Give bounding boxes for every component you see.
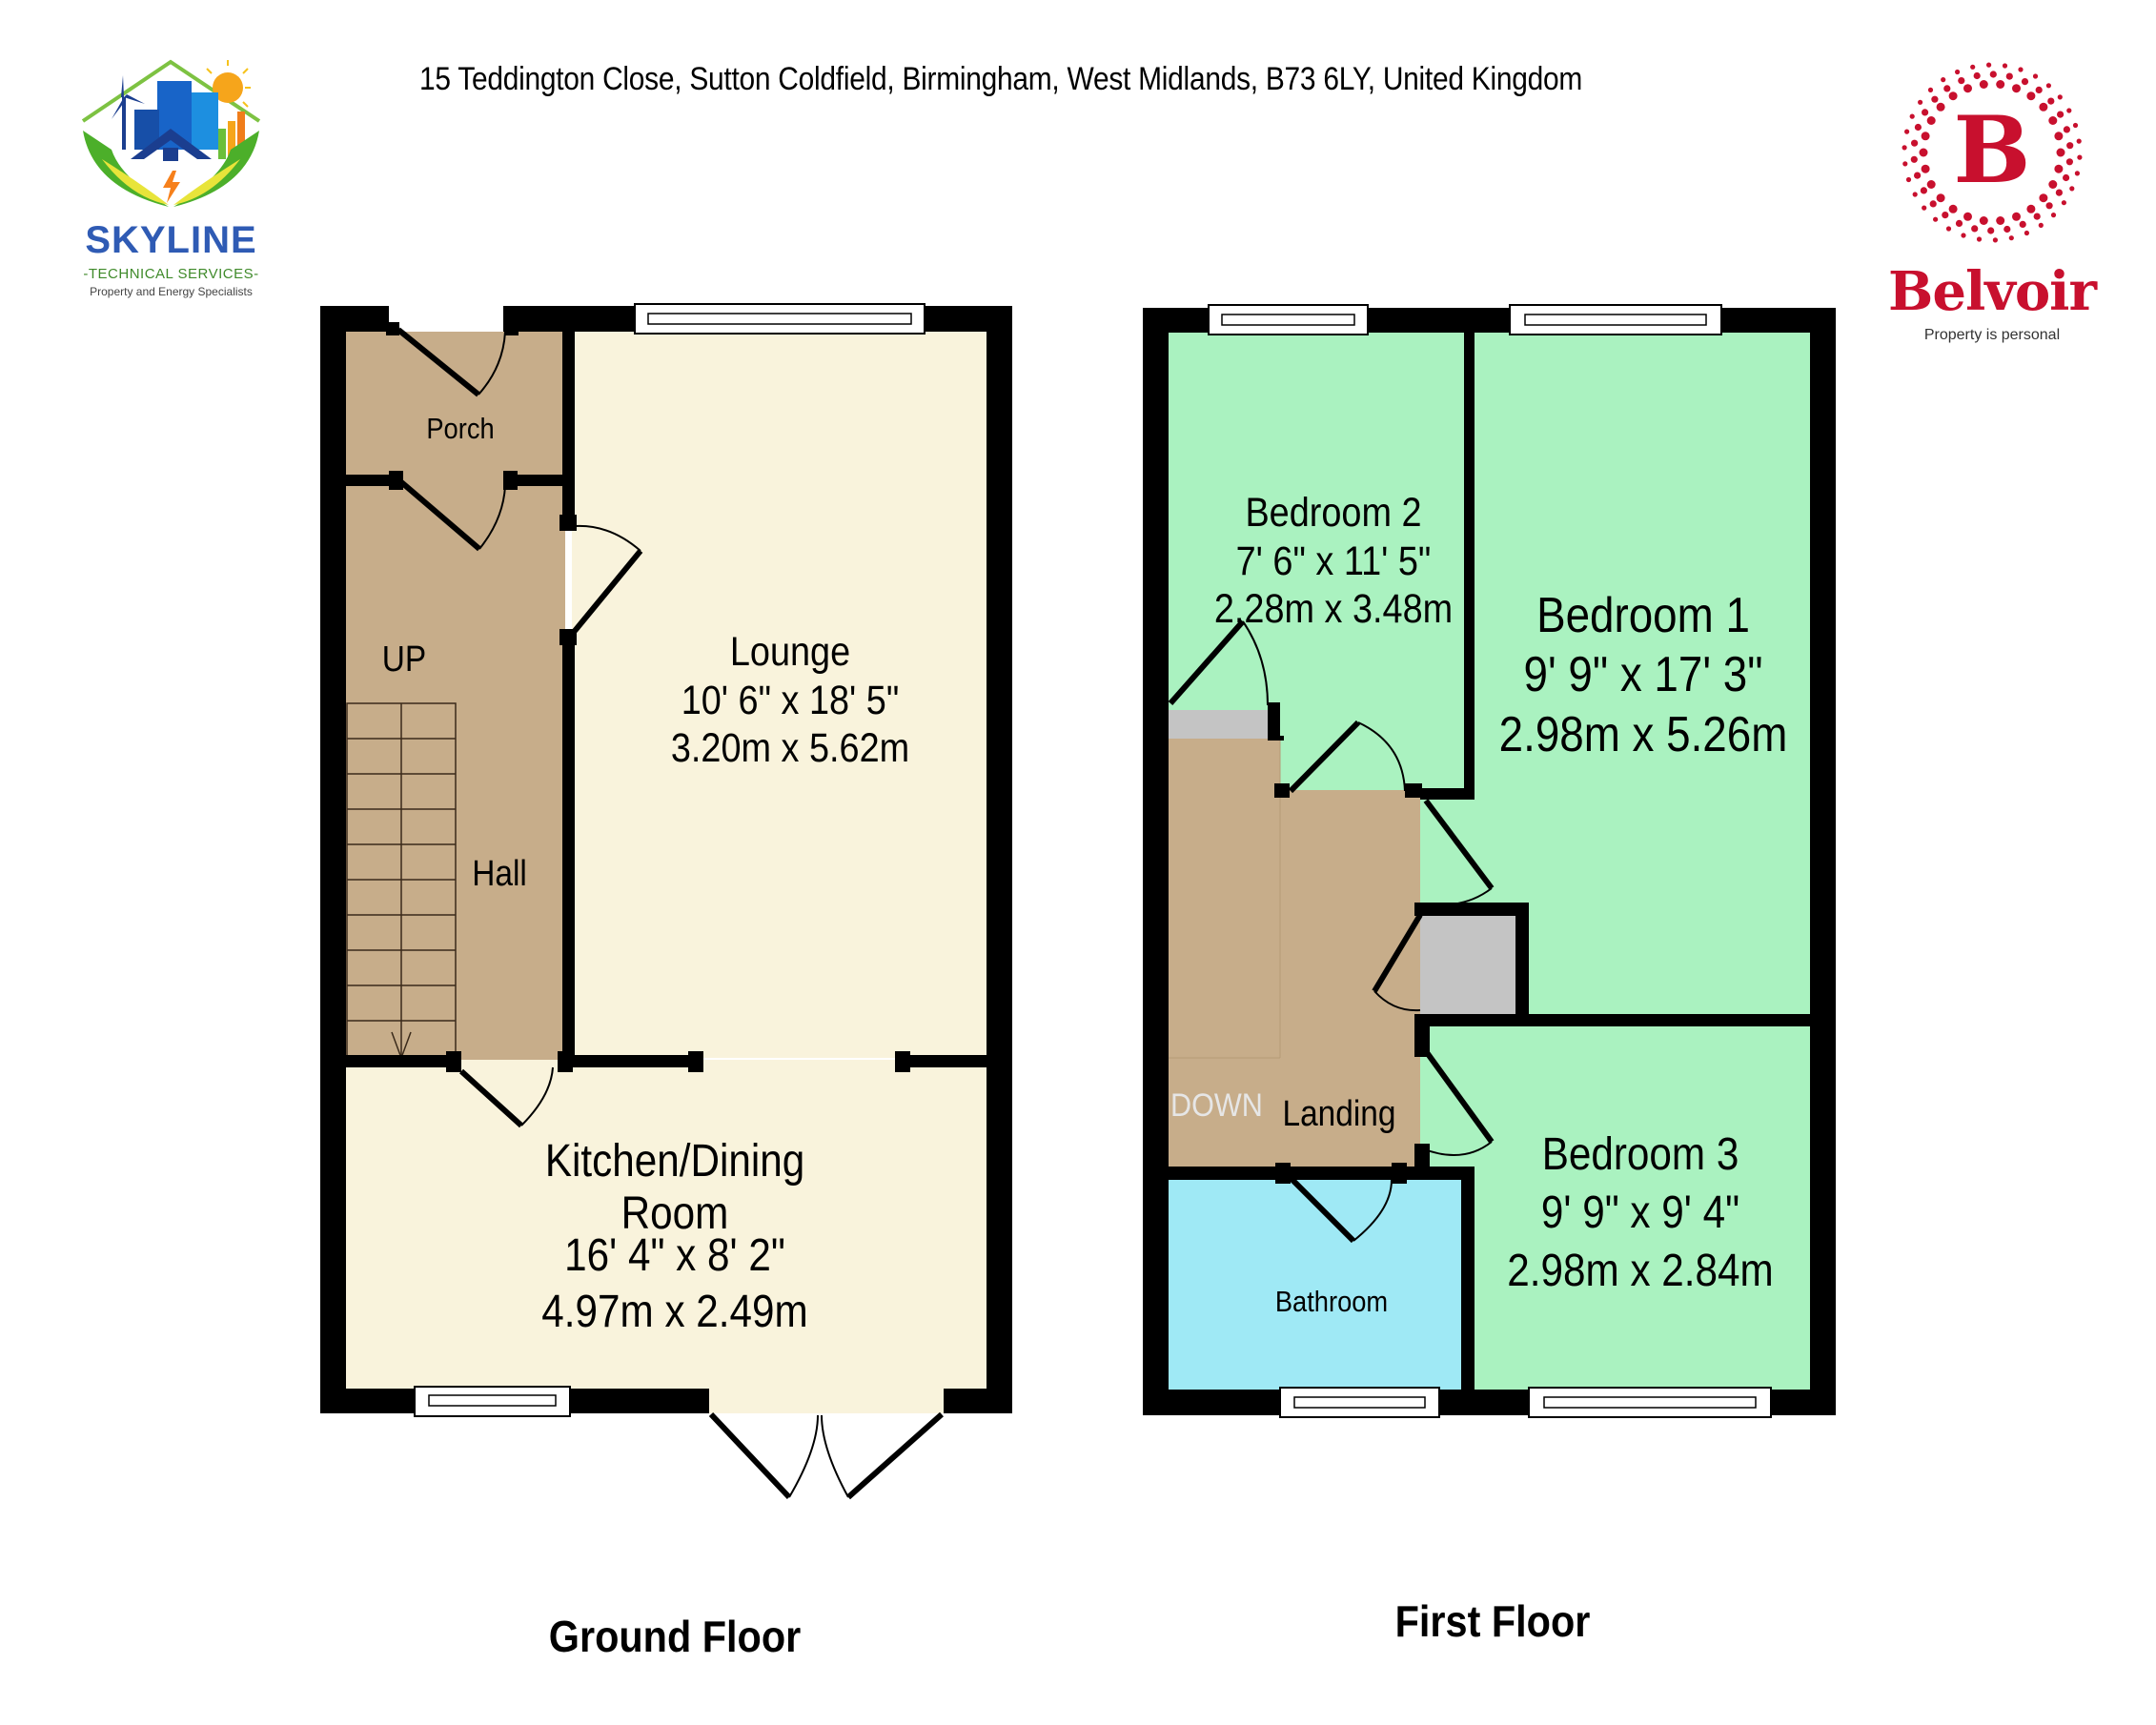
stairs-direction: UP — [381, 639, 427, 680]
landing-stairs-floor — [1169, 710, 1280, 1172]
room-label-bedroom-3: Bedroom 3 9' 9" x 9' 4" 2.98m x 2.84m — [1507, 1126, 1773, 1301]
first-windows — [1208, 304, 1772, 1418]
room-name: Landing — [1282, 1094, 1396, 1134]
belvoir-name: Belvoir — [1888, 260, 2097, 323]
bedroom-3-floor — [1420, 1024, 1811, 1390]
cupboard-floor — [1420, 915, 1515, 1014]
room-name: Bedroom 1 — [1536, 588, 1750, 643]
stairs-down-label: DOWN — [1170, 1087, 1263, 1124]
lounge-floor — [572, 332, 987, 1058]
first-floor-plan — [1143, 304, 1836, 1418]
room-dims-metric: 4.97m x 2.49m — [541, 1286, 808, 1337]
bedroom-1-floor — [1473, 333, 1811, 1014]
room-dims-metric: 2.98m x 2.84m — [1507, 1245, 1774, 1296]
room-dims-imperial: 16' 4" x 8' 2" — [564, 1230, 785, 1282]
room-name-line1: Kitchen/Dining — [544, 1136, 805, 1187]
room-label-bedroom-2: Bedroom 2 7' 6" x 11' 5" 2.28m x 3.48m — [1214, 489, 1453, 634]
belvoir-monogram: B — [1953, 96, 2030, 204]
room-label-hall: Hall — [472, 853, 527, 896]
stair-head — [1169, 710, 1278, 739]
room-name: Hall — [472, 854, 527, 894]
house-city-solar-leaf-icon — [81, 59, 261, 207]
room-label-bedroom-1: Bedroom 1 9' 9" x 17' 3" 2.98m x 5.26m — [1499, 586, 1788, 764]
room-label-bathroom: Bathroom — [1275, 1285, 1388, 1320]
room-dims-metric: 2.28m x 3.48m — [1213, 586, 1454, 633]
room-name: Bedroom 2 — [1245, 490, 1422, 536]
room-name: Lounge — [729, 629, 851, 675]
patio-door-threshold — [709, 1390, 946, 1413]
room-dims-metric: 3.20m x 5.62m — [670, 725, 910, 772]
skyline-logo: SKYLINE -TECHNICAL SERVICES- Property an… — [54, 45, 288, 307]
room-name: Bedroom 3 — [1541, 1129, 1739, 1180]
kitchen-floor — [346, 1060, 987, 1390]
room-name: Porch — [426, 412, 495, 445]
ground-floor-plan — [320, 303, 1012, 1500]
room-dims-imperial: 7' 6" x 11' 5" — [1235, 538, 1432, 584]
room-label-kitchen-dining: Kitchen/Dining Room 16' 4" x 8' 2" 4.97m… — [541, 1134, 807, 1340]
first-floor-title: First Floor — [1394, 1596, 1591, 1646]
belvoir-tagline: Property is personal — [1923, 327, 2061, 343]
skyline-subtitle: -TECHNICAL SERVICES- — [83, 266, 259, 282]
stairs-up — [346, 702, 457, 1061]
belvoir-logo: B Belvoir Property is personal — [1873, 52, 2111, 357]
room-label-landing: Landing — [1282, 1093, 1395, 1136]
room-name-line2: Room — [620, 1187, 729, 1239]
property-address: 15 Teddington Close, Sutton Coldfield, B… — [419, 61, 1583, 97]
room-dims-metric: 2.98m x 5.26m — [1498, 706, 1788, 762]
ground-floor-title: Ground Floor — [548, 1612, 802, 1661]
stairs-up-label: UP — [382, 639, 426, 681]
landing-floor — [1280, 790, 1420, 1172]
room-dims-imperial: 9' 9" x 9' 4" — [1540, 1187, 1740, 1238]
room-name: Bathroom — [1274, 1285, 1389, 1318]
dotted-circle-b-icon: B — [1902, 62, 2083, 243]
room-label-lounge: Lounge 10' 6" x 18' 5" 3.20m x 5.62m — [671, 628, 909, 773]
skyline-tagline: Property and Energy Specialists — [90, 285, 253, 298]
room-label-porch: Porch — [426, 412, 494, 447]
ground-windows — [414, 303, 925, 1417]
room-dims-imperial: 10' 6" x 18' 5" — [681, 677, 900, 723]
bathroom-floor — [1169, 1180, 1461, 1390]
ground-doors — [397, 327, 944, 1500]
first-doors — [1168, 619, 1495, 1244]
skyline-name: SKYLINE — [85, 219, 257, 261]
room-dims-imperial: 9' 9" x 17' 3" — [1523, 647, 1763, 703]
